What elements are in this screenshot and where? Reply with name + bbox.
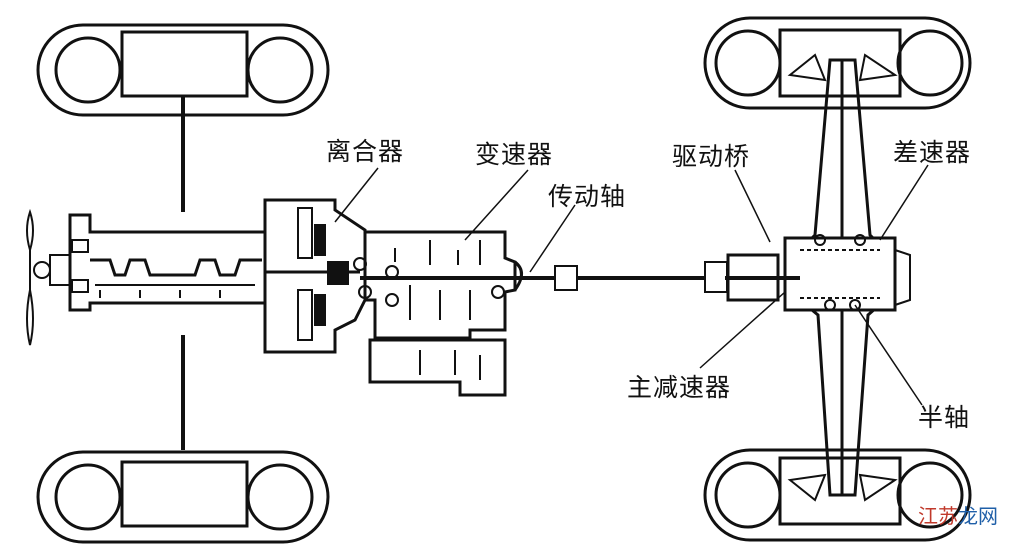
rear-left-wheel	[703, 16, 972, 110]
label-transmission: 变速器	[475, 140, 554, 169]
front-right-wheel	[36, 450, 330, 544]
engine	[68, 213, 267, 312]
label-clutch: 离合器	[326, 137, 405, 166]
watermark: 江苏龙网	[918, 500, 998, 529]
watermark-text-b: 龙网	[958, 504, 998, 528]
rear-right-wheel	[703, 448, 972, 542]
drive-shaft	[513, 260, 728, 293]
front-left-wheel	[36, 23, 330, 117]
label-drive-shaft: 传动轴	[548, 182, 627, 211]
label-final-drive: 主减速器	[627, 373, 732, 402]
clutch-housing	[263, 198, 367, 354]
label-half-shaft: 半轴	[918, 403, 971, 432]
label-differential: 差速器	[893, 138, 972, 167]
cooling-fan	[26, 208, 71, 346]
label-drive-axle: 驱动桥	[672, 142, 751, 171]
transmission-box	[353, 230, 518, 397]
leader-lines	[334, 164, 929, 406]
watermark-text-a: 江苏	[918, 504, 958, 528]
rear-axle-housing	[725, 58, 911, 497]
